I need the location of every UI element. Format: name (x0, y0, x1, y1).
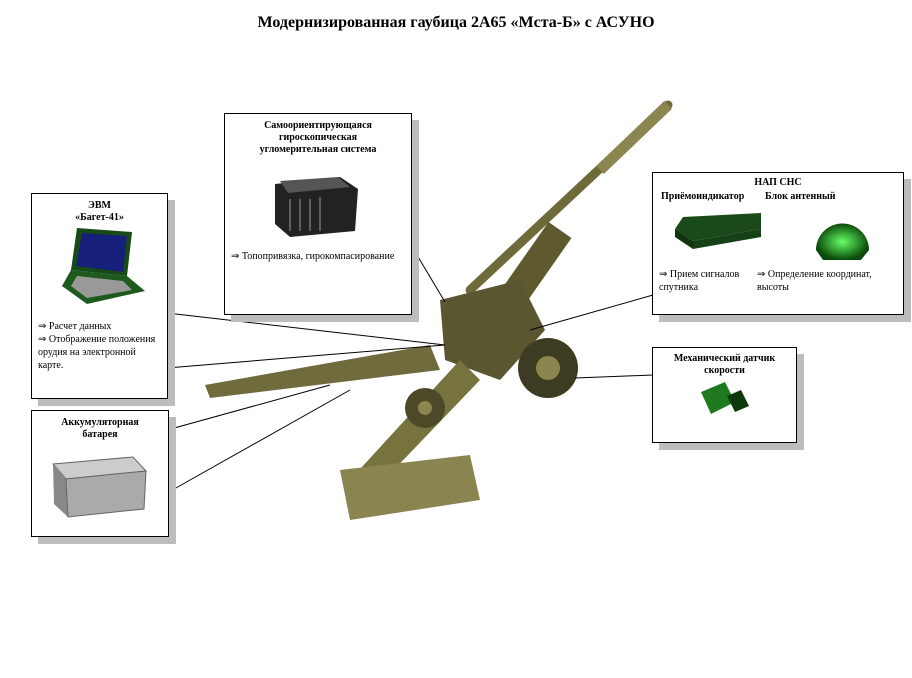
gyro-device-image (275, 177, 358, 237)
computer-box: ЭВМ «Багет-41» ⇒ Расчет данных ⇒ Отображ… (31, 193, 168, 399)
battery-box: Аккумуляторная батарея (31, 410, 169, 537)
sensor-heading: Механический датчик скорости (673, 353, 776, 376)
nap-heading: НАП СНС (754, 177, 802, 188)
antenna-image (816, 223, 869, 260)
battery-image (51, 456, 148, 518)
nap-sns-box: НАП СНС Приёмоиндикатор Блок антенный ⇒ … (652, 172, 904, 315)
antenna-bullet: ⇒ Определение координат, высоты (757, 269, 872, 293)
computer-model: «Багет-41» (75, 212, 124, 223)
battery-heading: Аккумуляторная батарея (61, 417, 139, 440)
computer-bullet-2: ⇒ Отображение положения орудия на электр… (38, 334, 156, 371)
gyro-heading: Самоориентирующаяся гироскопическая угло… (259, 120, 377, 155)
computer-bullet-1: ⇒ Расчет данных (38, 321, 112, 332)
gyro-system-box: Самоориентирующаяся гироскопическая угло… (224, 113, 412, 315)
callout-lines (166, 234, 654, 494)
speed-sensor-box: Механический датчик скорости (652, 347, 797, 443)
receiver-label: Приёмоиндикатор (661, 191, 745, 202)
antenna-label: Блок антенный (765, 191, 836, 202)
computer-heading: ЭВМ (88, 200, 111, 211)
howitzer-image (205, 100, 673, 520)
gyro-bullet: ⇒ Топопривязка, гирокомпасирование (231, 251, 395, 262)
receiver-bullet: ⇒ Прием сигналов спутника (659, 269, 740, 293)
slide-title: Модернизированная гаубица 2А65 «Мста-Б» … (257, 14, 655, 31)
laptop-image (62, 228, 145, 304)
speed-sensor-image (701, 382, 749, 414)
receiver-image (675, 213, 761, 249)
